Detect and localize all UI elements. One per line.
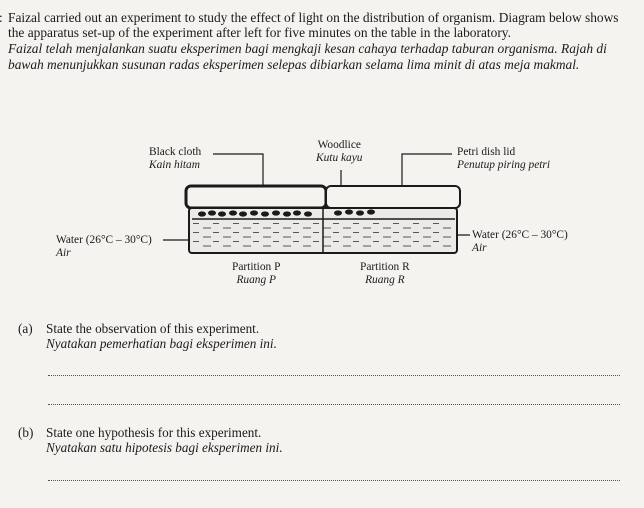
label-water-left-en: Water (26°C – 30°C) (56, 234, 152, 246)
answer-line-a1[interactable] (48, 375, 620, 376)
answer-line-a2[interactable] (48, 404, 620, 405)
answer-line-b1[interactable] (48, 480, 620, 481)
label-black-cloth-en: Black cloth (149, 146, 202, 158)
label-water-left: Water (26°C – 30°C) Air (56, 234, 152, 259)
label-woodlice-en: Woodlice (317, 139, 361, 151)
question-intro: : Faizal carried out an experiment to st… (0, 10, 636, 72)
label-partition-p-en: Partition P (232, 261, 281, 273)
woodlice-group-r (334, 209, 375, 216)
label-black-cloth-ms: Kain hitam (149, 158, 200, 171)
label-petri-dish-lid: Petri dish lid Penutup piring petri (457, 146, 550, 171)
label-woodlice-ms: Kutu kayu (316, 151, 363, 164)
part-a-english: State the observation of this experiment… (46, 321, 260, 336)
black-cloth (184, 184, 328, 210)
label-water-left-ms: Air (56, 246, 71, 259)
petri-dish-lid (325, 185, 461, 209)
part-a-malay: Nyatakan pemerhatian bagi eksperimen ini… (46, 336, 277, 351)
label-partition-r: Partition R Ruang R (360, 261, 410, 286)
part-a-label: (a) (18, 321, 33, 336)
label-partition-r-ms: Ruang R (365, 273, 405, 286)
question-part-a: (a) State the observation of this experim… (18, 321, 277, 351)
label-partition-p-ms: Ruang P (236, 273, 276, 286)
part-b-english: State one hypothesis for this experiment… (46, 425, 262, 440)
part-b-malay: Nyatakan satu hipotesis bagi eksperimen … (46, 440, 283, 455)
label-water-right-en: Water (26°C – 30°C) (472, 229, 568, 241)
intro-english: Faizal carried out an experiment to stud… (8, 10, 619, 41)
label-black-cloth: Black cloth Kain hitam (149, 146, 201, 171)
label-water-right-ms: Air (472, 241, 487, 254)
label-partition-r-en: Partition R (360, 261, 410, 273)
intro-malay: Faizal telah menjalankan suatu eksperime… (8, 41, 607, 72)
label-partition-p: Partition P Ruang P (232, 261, 280, 286)
woodlice-group-p (198, 210, 312, 217)
label-petri-dish-lid-ms: Penutup piring petri (457, 158, 551, 171)
label-petri-dish-lid-en: Petri dish lid (457, 146, 516, 158)
label-water-right: Water (26°C – 30°C) Air (472, 229, 568, 254)
question-marker: : (0, 10, 3, 25)
question-part-b: (b) State one hypothesis for this experim… (18, 425, 283, 455)
part-b-label: (b) (18, 425, 34, 440)
label-woodlice: Woodlice Kutu kayu (316, 139, 363, 164)
